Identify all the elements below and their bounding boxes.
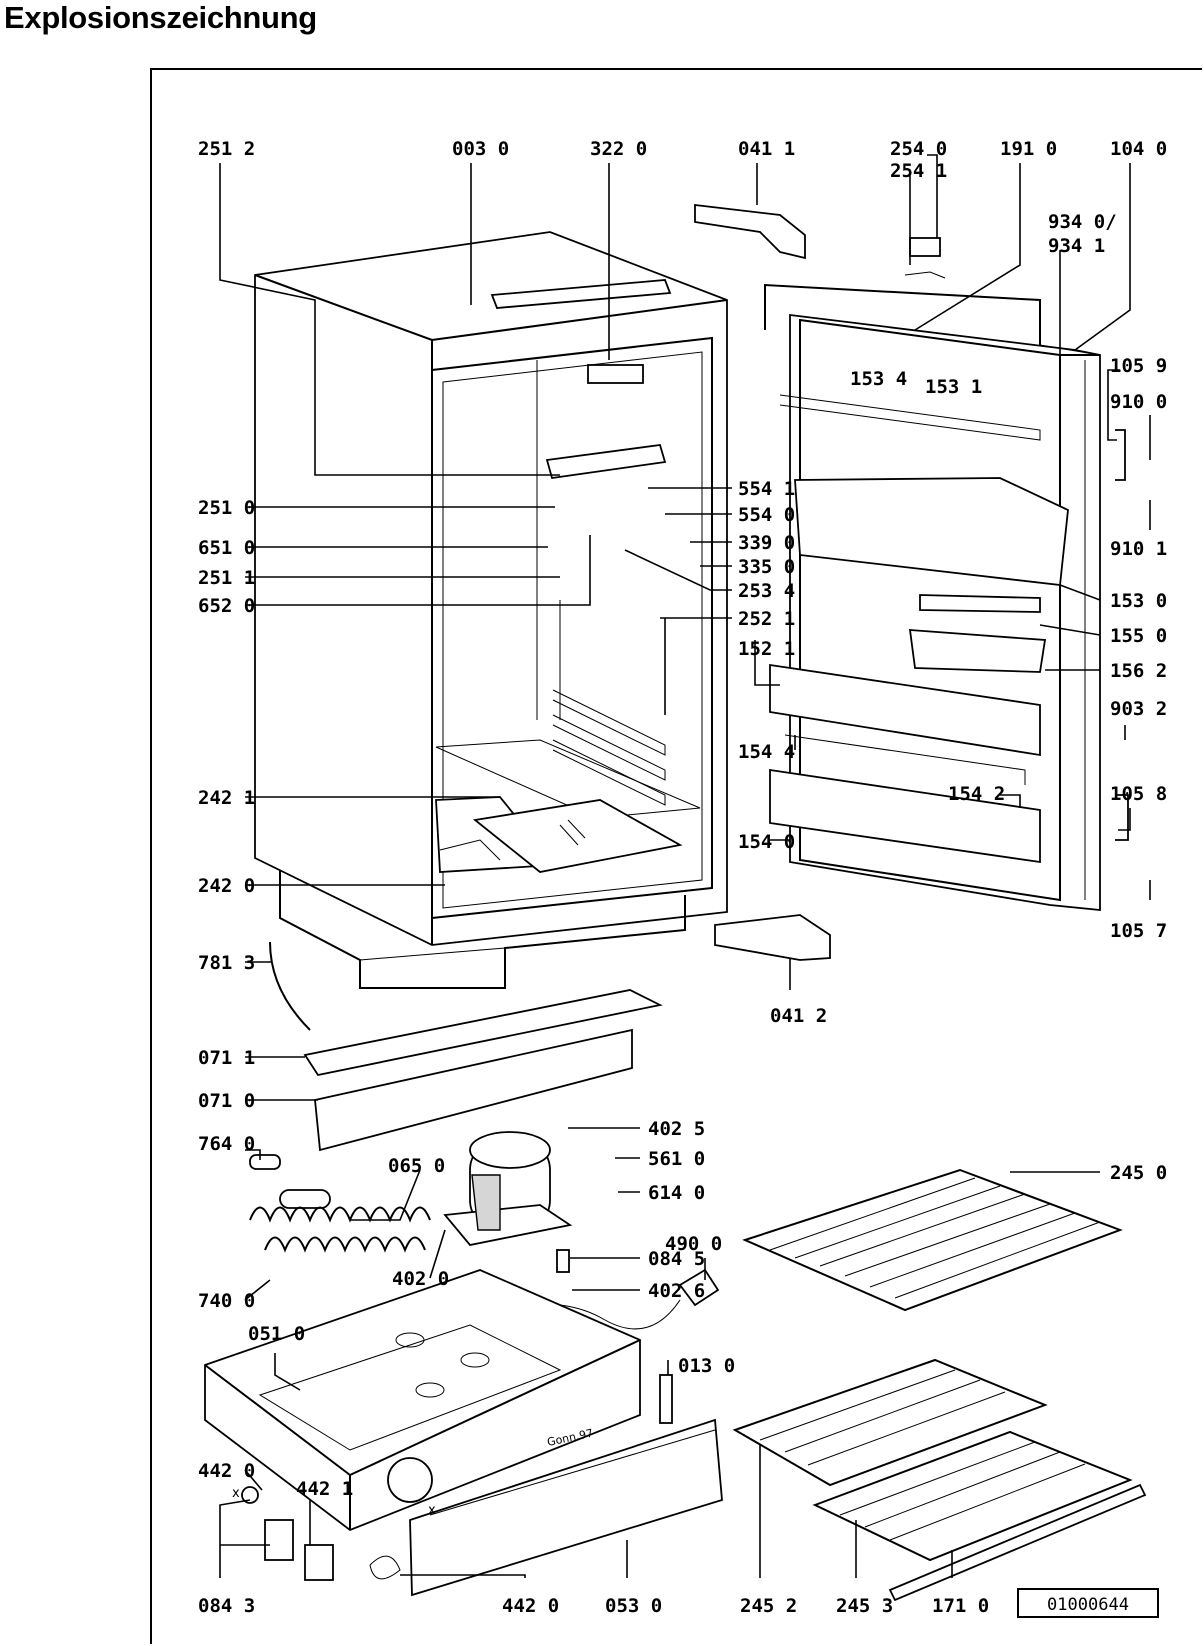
cabinet-body	[254, 231, 728, 989]
label-003-0: 003 0	[452, 138, 509, 160]
leader-lines	[219, 154, 1151, 1578]
trim-strip	[888, 1483, 1147, 1602]
label-153-0: 153 0	[1110, 590, 1167, 612]
label-402-0: 402 0	[392, 1268, 449, 1290]
label-104-0: 104 0	[1110, 138, 1167, 160]
label-335-0: 335 0	[738, 556, 795, 578]
wire-shelf-lower-left	[732, 1358, 1048, 1487]
wire-shelf-lower-right	[812, 1430, 1133, 1562]
compressor	[443, 1131, 573, 1246]
label-442-1: 442 1	[296, 1478, 353, 1500]
label-013-0: 013 0	[678, 1355, 735, 1377]
label-561-0: 561 0	[648, 1148, 705, 1170]
label-053-0: 053 0	[605, 1595, 662, 1617]
label-152-1: 152 1	[738, 638, 795, 660]
label-041-2: 041 2	[770, 1005, 827, 1027]
label-251-0: 251 0	[198, 497, 255, 519]
label-740-0: 740 0	[198, 1290, 255, 1312]
label-154-2: 154 2	[948, 783, 1005, 805]
label-910-0: 910 0	[1110, 391, 1167, 413]
label-442-0-left: 442 0	[198, 1460, 255, 1482]
power-plug	[556, 1249, 720, 1330]
document-number-box: 01000644	[1017, 1588, 1159, 1618]
label-242-1: 242 1	[198, 787, 255, 809]
label-155-0: 155 0	[1110, 625, 1167, 647]
label-339-0: 339 0	[738, 532, 795, 554]
marker-x-left: x	[232, 1486, 240, 1501]
label-251-1: 251 1	[198, 567, 255, 589]
part-labels: 251 2 003 0 322 0 041 1 254 0 254 1 191 …	[198, 138, 1167, 1617]
label-253-4: 253 4	[738, 580, 795, 602]
label-764-0: 764 0	[198, 1133, 255, 1155]
label-251-2: 251 2	[198, 138, 255, 160]
label-065-0: 065 0	[388, 1155, 445, 1177]
label-153-4: 153 4	[850, 368, 907, 390]
label-153-1: 153 1	[925, 376, 982, 398]
label-245-0: 245 0	[1110, 1162, 1167, 1184]
label-071-1: 071 1	[198, 1047, 255, 1069]
label-171-0: 171 0	[932, 1595, 989, 1617]
base-tray	[204, 1269, 641, 1532]
label-442-0-bottom: 442 0	[502, 1595, 559, 1617]
label-156-2: 156 2	[1110, 660, 1167, 682]
label-245-3: 245 3	[836, 1595, 893, 1617]
hinge-bottom	[714, 914, 831, 961]
hinge-top	[694, 203, 806, 260]
drawing-frame	[150, 68, 1202, 1644]
label-903-2: 903 2	[1110, 698, 1167, 720]
label-934-0: 934 0/	[1048, 211, 1117, 233]
label-071-0: 071 0	[198, 1090, 255, 1112]
wire-shelf-upper	[742, 1168, 1123, 1312]
page-title: Explosionszeichnung	[4, 0, 317, 35]
label-402-6: 402 6	[648, 1280, 705, 1302]
label-490-0: 490 0	[665, 1233, 722, 1255]
label-322-0: 322 0	[590, 138, 647, 160]
label-154-4: 154 4	[738, 741, 795, 763]
label-084-5: 084 5	[648, 1248, 705, 1270]
label-651-0: 651 0	[198, 537, 255, 559]
kick-plate	[409, 1418, 723, 1597]
label-554-1: 554 1	[738, 478, 795, 500]
label-614-0: 614 0	[648, 1182, 705, 1204]
label-554-0: 554 0	[738, 504, 795, 526]
label-254-0: 254 0	[890, 138, 947, 160]
label-084-3: 084 3	[198, 1595, 255, 1617]
label-934-1: 934 1	[1048, 235, 1105, 257]
label-154-0: 154 0	[738, 831, 795, 853]
label-105-8: 105 8	[1110, 783, 1167, 805]
document-number: 01000644	[1047, 1595, 1129, 1615]
label-105-7: 105 7	[1110, 920, 1167, 942]
screw-and-fan	[241, 1374, 673, 1581]
label-242-0: 242 0	[198, 875, 255, 897]
marker-x-right: x	[428, 1503, 436, 1518]
label-041-1: 041 1	[738, 138, 795, 160]
label-402-5: 402 5	[648, 1118, 705, 1140]
label-191-0: 191 0	[1000, 138, 1057, 160]
label-252-1: 252 1	[738, 608, 795, 630]
label-781-3: 781 3	[198, 952, 255, 974]
label-051-0: 051 0	[248, 1323, 305, 1345]
label-652-0: 652 0	[198, 595, 255, 617]
label-245-2: 245 2	[740, 1595, 797, 1617]
condenser-coil	[249, 1154, 431, 1253]
label-910-1: 910 1	[1110, 538, 1167, 560]
door-assembly	[764, 283, 1101, 911]
label-254-1: 254 1	[890, 160, 947, 182]
label-105-9: 105 9	[1110, 355, 1167, 377]
ventilation-grille	[269, 941, 663, 1152]
